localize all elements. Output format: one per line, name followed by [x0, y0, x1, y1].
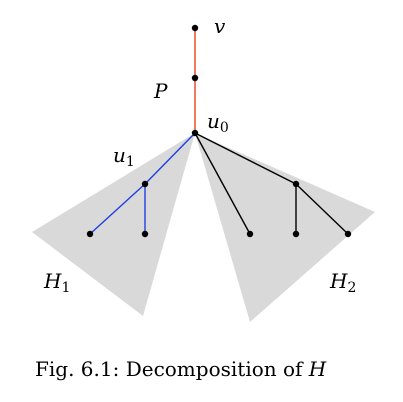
edge-u1-leaf-a	[89, 183, 146, 235]
label-u1: u1	[113, 143, 135, 170]
edge-u0-h2-leaf-a	[194, 132, 251, 235]
vertex-u1	[141, 180, 149, 188]
vertex-p	[191, 74, 199, 82]
vertex-h2-leaf-c	[344, 230, 352, 238]
vertex-h2-leaf-b	[292, 230, 300, 238]
edge-u0-h2-inner	[194, 132, 297, 185]
vertex-v	[191, 24, 199, 32]
caption-symbol: H	[308, 357, 327, 381]
vertex-h1-leaf-a	[86, 230, 94, 238]
edge-u0-u1	[144, 132, 196, 185]
region-h2	[195, 133, 375, 322]
label-u0: u0	[207, 109, 229, 136]
vertex-h2-leaf-a	[246, 230, 254, 238]
label-h2: H2	[329, 269, 356, 296]
vertex-h2-inner	[292, 180, 300, 188]
edge-h2-inner-leaf-c	[295, 183, 349, 235]
label-v: v	[214, 14, 226, 38]
region-h1	[32, 133, 195, 316]
caption-prefix: Fig. 6.1: Decomposition of	[35, 357, 309, 381]
label-h1: H1	[43, 269, 70, 296]
vertex-h1-leaf-b	[141, 230, 149, 238]
figure-caption: Fig. 6.1: Decomposition of H	[35, 357, 327, 381]
vertex-u0	[191, 129, 199, 137]
label-p: P	[153, 79, 168, 103]
